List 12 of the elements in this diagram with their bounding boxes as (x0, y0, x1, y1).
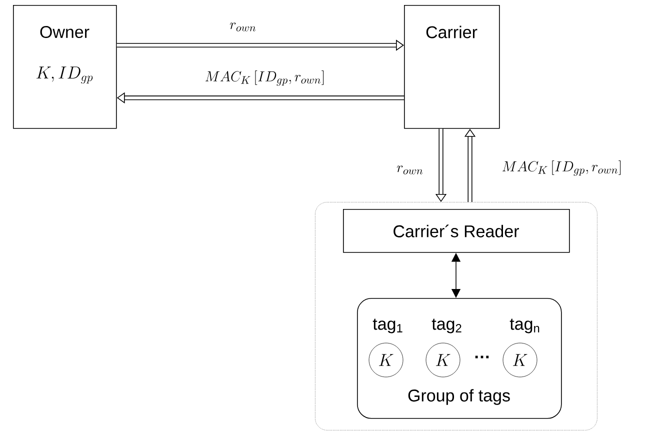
edge-label: $r_{own}$ (230, 22, 256, 32)
tag-label: tag$_{1}$ (372, 318, 402, 334)
tag-label: tag$_{n}$ (510, 318, 540, 334)
reader-box: Carrier´s Reader (343, 209, 570, 253)
edge-label: $MAC_{K}\left[ ID_{gp}, r_{own} \right]$ (205, 70, 324, 86)
edge-label: $r_{own}$ (396, 166, 423, 174)
carrier-box: Carrier (404, 5, 500, 129)
dotted-region (315, 202, 598, 430)
tag-label: tag$_{2}$ (432, 318, 462, 334)
edge-label: $MAC_{K}\left[ ID_{gp}, r_{own} \right]$ (502, 160, 621, 176)
owner-box: Owner $K, ID_{gp}$ (13, 5, 117, 129)
ellipsis-dots: … (475, 356, 489, 358)
